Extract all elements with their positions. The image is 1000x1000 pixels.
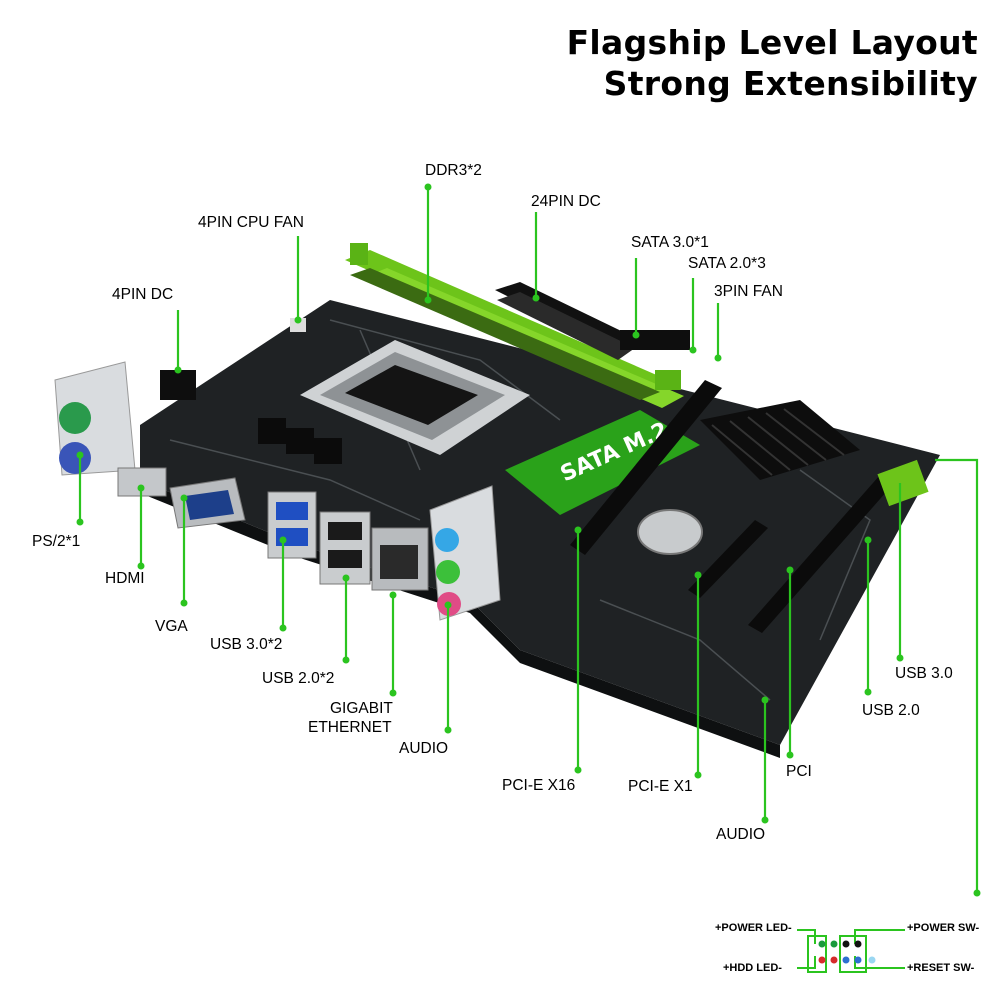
label-pci: PCI	[786, 763, 812, 780]
label-vga: VGA	[155, 618, 188, 635]
headline: Flagship Level Layout Strong Extensibili…	[567, 22, 978, 104]
rear-io	[54, 361, 501, 621]
pcb	[140, 300, 940, 745]
pcie-x1-slot	[688, 520, 768, 598]
label-usb30x2: USB 3.0*2	[210, 636, 283, 653]
front-usb3-header	[877, 459, 929, 507]
label-24pin-dc: 24PIN DC	[531, 193, 601, 210]
label-pcie-x16: PCI-E X16	[502, 777, 576, 794]
label-ps2: PS/2*1	[32, 533, 81, 550]
headline-line-1: Flagship Level Layout	[566, 23, 978, 62]
label-audio-rear: AUDIO	[399, 740, 449, 757]
label-power-sw: +POWER SW-	[907, 922, 980, 934]
label-usb20: USB 2.0	[862, 702, 920, 719]
pcie-x16-slot	[570, 380, 722, 555]
cmos-battery	[637, 509, 703, 555]
vrm-chokes	[258, 418, 342, 464]
label-hdmi: HDMI	[105, 570, 145, 587]
sata-m2-band	[505, 410, 700, 515]
label-4pin-cpu-fan: 4PIN CPU FAN	[198, 214, 304, 231]
callout-lines	[78, 187, 979, 893]
label-sata2: SATA 2.0*3	[688, 255, 766, 272]
label-3pin-fan: 3PIN FAN	[714, 283, 783, 300]
cpu-fan-header	[290, 318, 306, 332]
label-gigabit: GIGABIT	[330, 700, 393, 717]
label-usb20x2: USB 2.0*2	[262, 670, 335, 687]
front-panel-header-diagram	[797, 929, 905, 973]
label-sata3: SATA 3.0*1	[631, 234, 709, 251]
label-pcie-x1: PCI-E X1	[628, 778, 693, 795]
headline-line-2: Strong Extensibility	[603, 64, 978, 103]
label-ddr3: DDR3*2	[425, 162, 482, 179]
label-power-led: +POWER LED-	[715, 922, 792, 934]
cpu-socket	[300, 340, 530, 455]
label-audio-front: AUDIO	[716, 826, 766, 843]
label-ethernet: ETHERNET	[308, 719, 392, 736]
pci-slot	[748, 475, 895, 633]
label-4pin-dc: 4PIN DC	[112, 286, 174, 303]
callout-dots	[76, 183, 981, 897]
chipset-heatsink	[700, 400, 860, 480]
4pin-dc-connector	[160, 370, 196, 400]
label-usb30: USB 3.0	[895, 665, 953, 682]
sata-ports	[620, 330, 690, 350]
label-reset-sw: +RESET SW-	[907, 962, 975, 974]
label-hdd-led: +HDD LED-	[723, 962, 782, 974]
